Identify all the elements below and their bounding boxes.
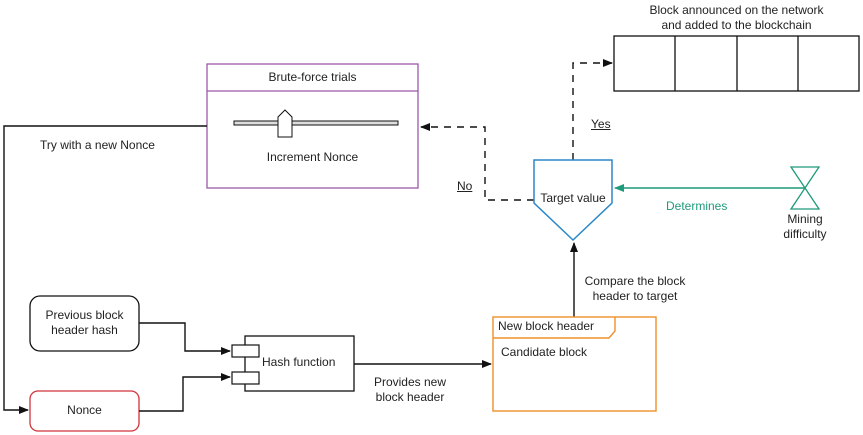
try-new-nonce-label: Try with a new Nonce — [40, 138, 155, 152]
no-label: No — [457, 179, 473, 193]
brute-force-box — [206, 63, 419, 189]
hash-input-port — [231, 371, 260, 385]
yes-label: Yes — [591, 117, 611, 131]
hash-function-label: Hash function — [262, 355, 336, 369]
prev-hash-connector — [139, 322, 231, 355]
hash-input-port — [231, 344, 260, 358]
blockchain-caption-line1: Block announced on the network — [649, 3, 824, 17]
blockchain-caption-line2: and added to the blockchain — [661, 18, 812, 32]
compare-label-line1: Compare the block — [584, 274, 686, 288]
candidate-block-label: Candidate block — [501, 345, 588, 359]
compare-label-line2: header to target — [592, 289, 678, 303]
increment-nonce-label: Increment Nonce — [266, 150, 359, 164]
slider-track — [233, 120, 399, 126]
compare-label: Compare the block header to target — [580, 274, 690, 304]
nonce-connector — [139, 373, 231, 412]
provides-label-line1: Provides new — [373, 375, 447, 389]
previous-hash-line1: Previous block — [45, 308, 124, 322]
blockchain-caption: Block announced on the network and added… — [614, 3, 859, 33]
blockchain — [613, 35, 860, 92]
slider-thumb-icon — [277, 109, 293, 138]
new-block-header-label: New block header — [498, 319, 595, 333]
nonce-label: Nonce — [67, 403, 102, 417]
brute-force-title: Brute-force trials — [268, 70, 357, 84]
target-value-shape — [533, 159, 613, 242]
target-value-label: Target value — [540, 191, 606, 205]
determines-label: Determines — [666, 199, 728, 213]
hourglass-icon — [789, 166, 821, 210]
provides-label: Provides new block header — [365, 375, 455, 405]
mining-difficulty-line2: difficulty — [783, 227, 827, 241]
hash-function-box — [231, 335, 355, 392]
candidate-block-box — [492, 316, 657, 412]
previous-hash-line2: header hash — [51, 323, 118, 337]
retry-connector — [3, 125, 207, 414]
previous-hash-label: Previous block header hash — [30, 308, 139, 338]
yes-connector — [572, 59, 613, 160]
mining-difficulty-line1: Mining — [787, 212, 823, 226]
provides-label-line2: block header — [375, 390, 445, 404]
mining-difficulty-label: Mining difficulty — [770, 212, 840, 242]
no-connector — [420, 123, 534, 201]
